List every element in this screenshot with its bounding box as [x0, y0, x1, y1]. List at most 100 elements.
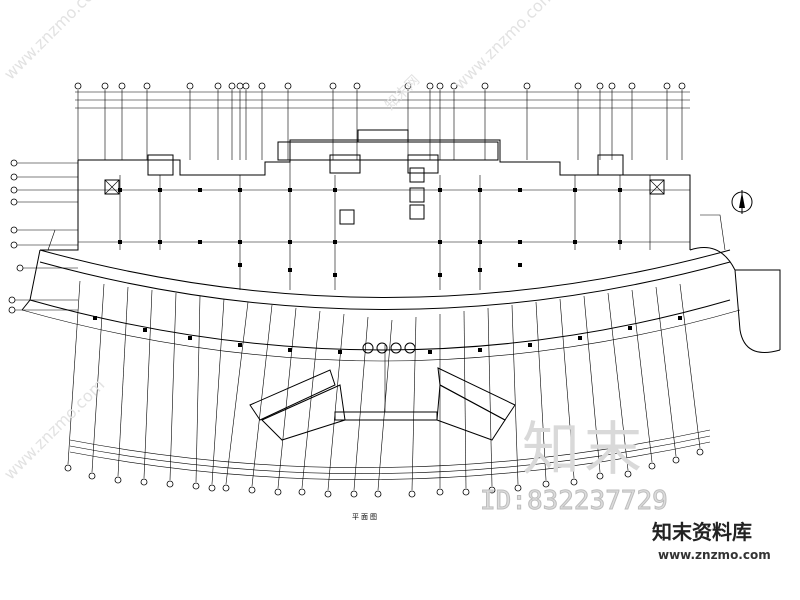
- watermark-brand: 知末: [522, 415, 647, 483]
- structural-column: [338, 350, 342, 354]
- structural-column: [618, 188, 622, 192]
- bottom-axis-bubble: [462, 488, 470, 496]
- columns: [93, 188, 682, 354]
- bottom-axis-bubble: [514, 484, 522, 492]
- radial-grid-line: [607, 292, 629, 471]
- top-dimension-lines: [74, 82, 690, 160]
- left-axis-bubble: [10, 226, 18, 234]
- radial-grid-line: [559, 298, 575, 479]
- structural-column: [288, 348, 292, 352]
- left-axis-bubble: [10, 159, 18, 167]
- structural-column: [518, 240, 522, 244]
- radial-grid-line: [655, 286, 677, 457]
- structural-column: [428, 350, 432, 354]
- radial-grid-line: [117, 286, 129, 477]
- structural-column: [478, 240, 482, 244]
- bottom-axis-bubble: [274, 488, 282, 496]
- top-axis-bubble: [74, 82, 82, 90]
- structural-column: [478, 268, 482, 272]
- radial-grid-line: [91, 283, 105, 473]
- top-axis-bubble: [118, 82, 126, 90]
- radial-grid-line: [327, 313, 345, 491]
- structural-column: [518, 263, 522, 267]
- bottom-axis-bubble: [140, 478, 148, 486]
- bottom-axis-bubble: [672, 456, 680, 464]
- top-axis-bubble: [186, 82, 194, 90]
- top-axis-bubble: [353, 82, 361, 90]
- radial-grid-line: [535, 301, 547, 481]
- top-axis-bubble: [242, 82, 250, 90]
- watermark-url: www.znzmo.com: [658, 548, 771, 562]
- bottom-axis-bubble: [298, 488, 306, 496]
- top-axis-bubble: [214, 82, 222, 90]
- structural-column: [158, 240, 162, 244]
- structural-column: [678, 316, 682, 320]
- top-axis-bubble: [329, 82, 337, 90]
- structural-column: [118, 188, 122, 192]
- structural-column: [238, 263, 242, 267]
- bottom-axis-bubble: [88, 472, 96, 480]
- structural-column: [578, 336, 582, 340]
- left-grid-axes: [8, 159, 78, 314]
- bottom-axis-bubble: [624, 470, 632, 478]
- structural-column: [118, 240, 122, 244]
- radial-grid-line: [211, 298, 225, 485]
- left-axis-bubble: [10, 186, 18, 194]
- bottom-axis-bubble: [374, 490, 382, 498]
- bottom-axis-bubble: [248, 486, 256, 494]
- bottom-axis-bubble: [222, 484, 230, 492]
- radial-grid-line: [301, 310, 321, 489]
- bottom-axis-bubble: [488, 486, 496, 494]
- top-axis-bubble: [450, 82, 458, 90]
- radial-grid-line: [411, 316, 417, 491]
- left-axis-bubble: [10, 198, 18, 206]
- radial-grid-line: [511, 304, 519, 485]
- top-axis-bubble: [101, 82, 109, 90]
- radial-grid-line: [277, 307, 297, 489]
- radial-grid-line: [67, 280, 81, 465]
- bottom-axis-bubble: [542, 480, 550, 488]
- structural-column: [143, 328, 147, 332]
- top-axis-bubble: [436, 82, 444, 90]
- top-axis-bubble: [481, 82, 489, 90]
- structural-column: [288, 268, 292, 272]
- structural-column: [478, 348, 482, 352]
- top-axis-bubble: [574, 82, 582, 90]
- drawing-caption: 平面图: [352, 513, 379, 521]
- structural-column: [198, 240, 202, 244]
- structural-column: [238, 188, 242, 192]
- top-axis-bubble: [284, 82, 292, 90]
- left-axis-bubble: [10, 173, 18, 181]
- bottom-axis-bubble: [64, 464, 72, 472]
- radial-grid: [64, 280, 704, 498]
- top-axis-bubble: [404, 82, 412, 90]
- bottom-axis-bubble: [114, 476, 122, 484]
- top-axis-bubble: [426, 82, 434, 90]
- radial-grid-line: [225, 301, 249, 485]
- structural-column: [518, 188, 522, 192]
- radial-grid-line: [251, 304, 273, 487]
- radial-grid-line: [583, 295, 601, 473]
- structural-column: [238, 343, 242, 347]
- watermark-id: ID:832237729: [480, 486, 669, 517]
- radial-grid-line: [195, 295, 201, 483]
- left-axis-bubble: [16, 264, 24, 272]
- north-arrow: [731, 190, 753, 214]
- radial-grid-line: [377, 319, 393, 491]
- structural-column: [93, 316, 97, 320]
- structural-column: [478, 188, 482, 192]
- building-outline: [21, 129, 781, 480]
- structural-column: [438, 273, 442, 277]
- top-axis-bubble: [228, 82, 236, 90]
- radial-grid-line: [487, 307, 493, 487]
- top-axis-bubble: [236, 82, 244, 90]
- bottom-axis-bubble: [192, 482, 200, 490]
- bottom-axis-bubble: [648, 462, 656, 470]
- structural-column: [333, 240, 337, 244]
- bottom-axis-bubble: [436, 488, 444, 496]
- bottom-axis-bubble: [324, 490, 332, 498]
- bottom-axis-bubble: [570, 478, 578, 486]
- top-axis-bubble: [608, 82, 616, 90]
- top-axis-bubble: [678, 82, 686, 90]
